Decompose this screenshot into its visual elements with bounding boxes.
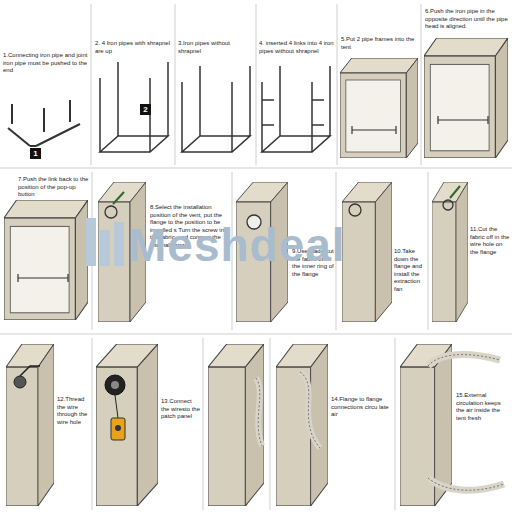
tent bbox=[276, 344, 328, 506]
tent bbox=[432, 182, 468, 322]
step-caption: 14.Flange to flange connections circu la… bbox=[331, 396, 391, 419]
step-caption: 5.Put 2 pipe frames into the tent bbox=[341, 36, 419, 51]
step-caption: 15.External circulation keeps the air in… bbox=[456, 392, 510, 422]
tent bbox=[6, 344, 54, 506]
step-caption: 3.Iron pipes without shrapnel bbox=[178, 40, 252, 55]
step-caption: 11.Cut the fabric off in the wire hole o… bbox=[470, 226, 510, 256]
duct bbox=[256, 378, 262, 446]
callout-number: 2 bbox=[140, 104, 151, 115]
flange bbox=[443, 186, 460, 210]
callout-number: 1 bbox=[30, 148, 41, 159]
fan-controller bbox=[105, 375, 125, 440]
step-caption: 6.Push the iron pipe in the opposite dir… bbox=[425, 8, 509, 31]
step-caption: 12.Thread the wire through the wire hole bbox=[57, 396, 90, 426]
tent bbox=[342, 182, 392, 322]
tent bbox=[96, 344, 158, 506]
pipe-frame bbox=[100, 62, 168, 152]
duct bbox=[300, 372, 320, 448]
watermark: Meshdeal bbox=[128, 222, 346, 268]
tent bbox=[424, 38, 508, 158]
duct bbox=[256, 378, 262, 446]
tent bbox=[400, 344, 452, 506]
tent bbox=[208, 344, 264, 506]
pipe-frame bbox=[438, 116, 488, 124]
step-caption: 13.Connect the wiresto the patch panel bbox=[161, 398, 201, 421]
step-caption: 1.Connecting iron pipe and joint iron pi… bbox=[3, 52, 88, 75]
pipe-frame bbox=[18, 274, 68, 282]
pipe-frame bbox=[352, 126, 396, 134]
duct bbox=[428, 355, 500, 366]
fan-wire bbox=[14, 366, 40, 388]
duct bbox=[428, 478, 504, 490]
panel-dividers bbox=[0, 4, 512, 510]
flange bbox=[105, 192, 124, 218]
step-caption: 4. inserted 4 links into 4 iron pipes wi… bbox=[259, 40, 334, 55]
tent bbox=[340, 58, 418, 158]
watermark-logo bbox=[86, 218, 124, 266]
duct bbox=[428, 355, 500, 366]
duct bbox=[300, 372, 320, 448]
step-caption: 2. 4 Iron pipes with shrapnel are up bbox=[95, 40, 171, 55]
tent bbox=[4, 200, 88, 320]
flange bbox=[349, 204, 361, 216]
duct bbox=[428, 478, 504, 490]
pipe-frame bbox=[262, 66, 330, 152]
pipe-joint bbox=[8, 100, 80, 146]
step-caption: 10.Take down the flange and install the … bbox=[394, 248, 427, 293]
step-caption: 7.Push the link back to the position of … bbox=[18, 176, 90, 199]
pipe-frame bbox=[182, 66, 250, 152]
